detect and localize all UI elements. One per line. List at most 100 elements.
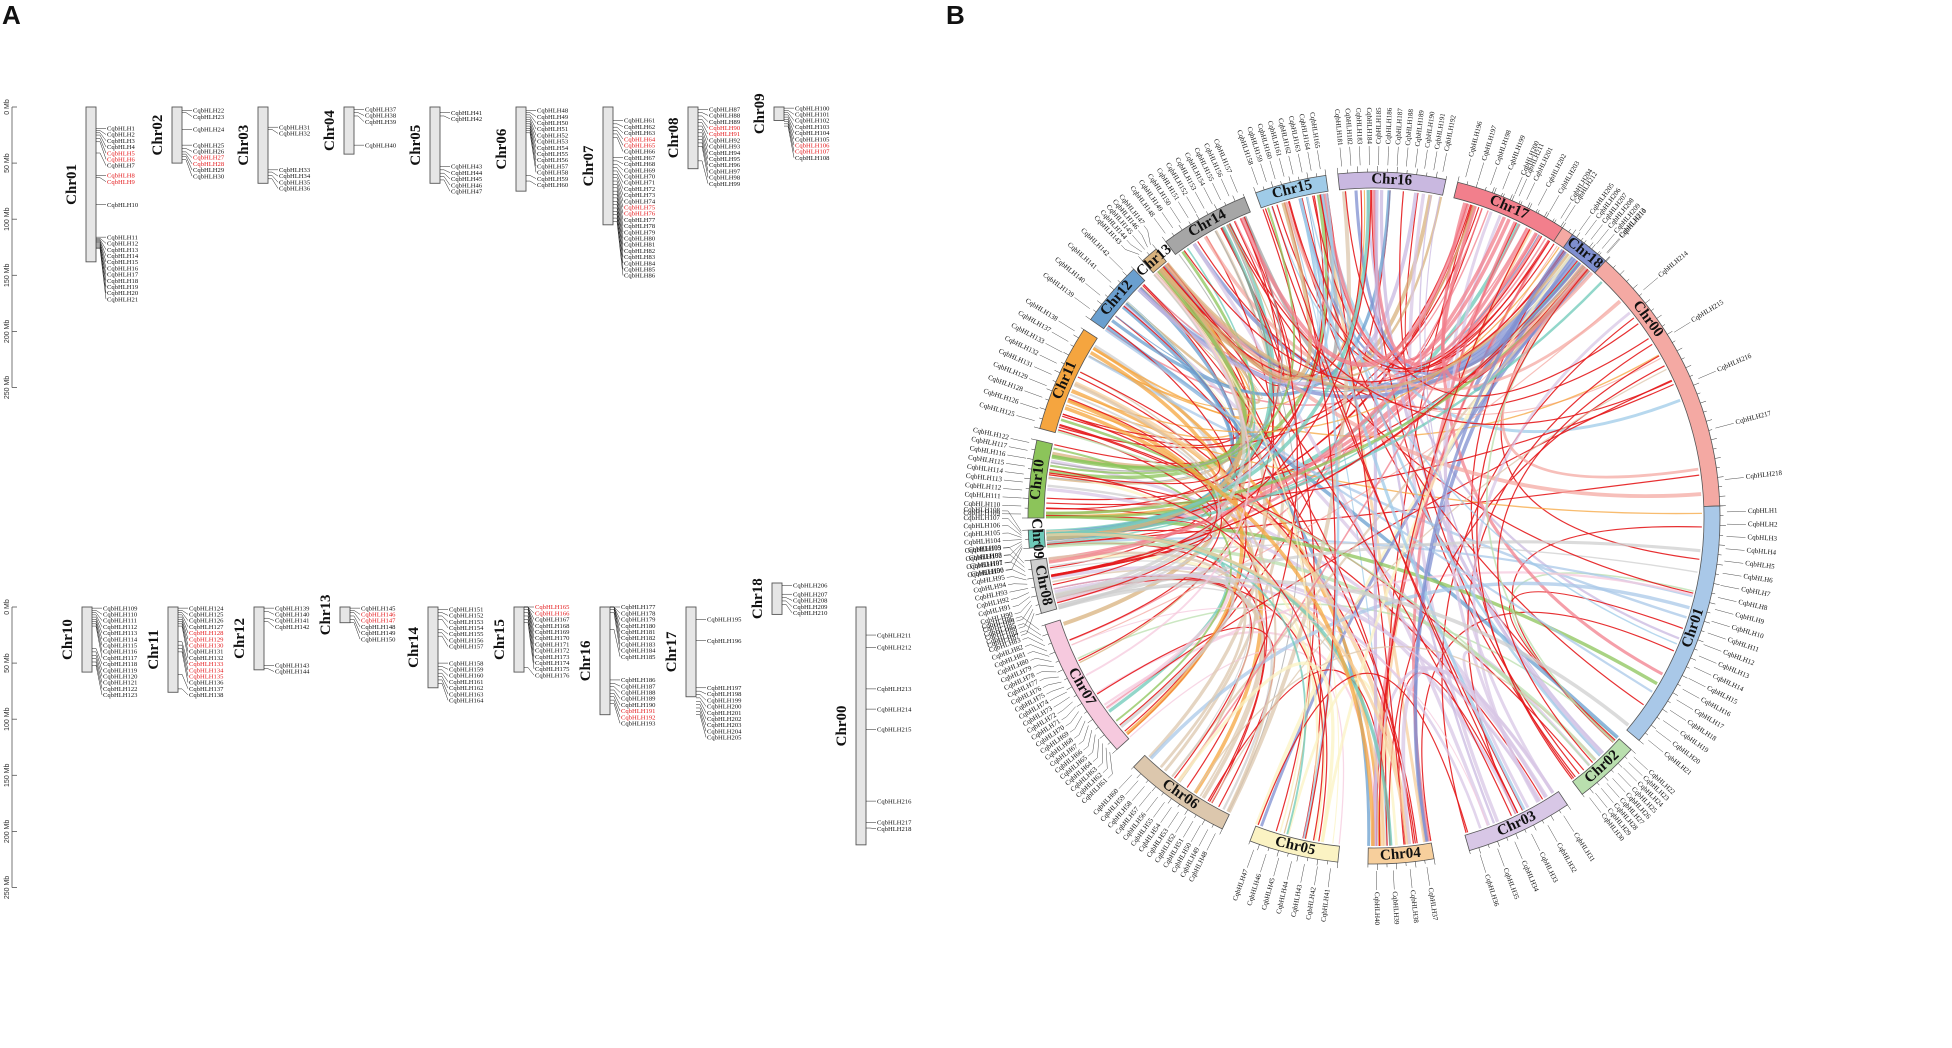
gene-label: CqbHLH60 [537, 182, 569, 189]
segment-tick [1057, 669, 1064, 673]
gene-connector [784, 114, 795, 127]
segment-tick [1052, 380, 1057, 383]
gene-connector [610, 629, 621, 657]
gene-connector [1643, 277, 1659, 291]
gene-label: CqbHLH18 [107, 278, 139, 285]
gene-connector [268, 178, 279, 189]
gene-connector [526, 121, 537, 142]
gene-connector [1433, 151, 1438, 171]
segment-tick [1552, 218, 1555, 222]
synteny-link [1399, 191, 1580, 775]
gene-label: CqbHLH193 [621, 721, 656, 728]
gene-label: CqbHLH207 [793, 591, 828, 598]
gene-label: CqbHLH191 [621, 708, 655, 715]
gene-connector [698, 129, 709, 147]
segment-tick [1690, 657, 1697, 661]
segment-tick [1677, 683, 1681, 687]
gene-label: CqbHLH195 [707, 617, 742, 624]
gene-label: CqbHLH122 [103, 686, 137, 693]
gene-label: CqbHLH141 [275, 618, 309, 625]
gene-label: CqbHLH83 [624, 254, 656, 261]
gene-label: CqbHLH204 [707, 728, 742, 735]
synteny-link [1158, 202, 1313, 381]
synteny-link [1257, 672, 1469, 833]
gene-label: CqbHLH126 [189, 618, 224, 625]
gene-connector [698, 125, 709, 141]
segment-tick [1248, 840, 1251, 845]
gene-label: CqbHLH118 [103, 661, 138, 668]
gene-connector [1526, 182, 1535, 200]
synteny-link [1057, 430, 1590, 767]
gene-connector [1153, 802, 1165, 818]
gene-connector [1339, 147, 1342, 167]
gene-connector [1132, 786, 1145, 801]
segment-tick [1028, 568, 1032, 570]
gene-connector [440, 169, 451, 173]
gene-connector [438, 629, 449, 635]
gene-connector [92, 616, 103, 634]
gene-connector [610, 612, 621, 651]
gene-connector [92, 654, 103, 677]
segment-tick [1533, 824, 1537, 831]
segment-tick [1466, 181, 1469, 185]
gene-connector [1514, 841, 1523, 860]
gene-label: CqbHLH133 [189, 661, 224, 668]
segment-tick [1161, 236, 1166, 242]
segment-tick [1027, 458, 1034, 460]
segment-tick [1196, 214, 1200, 220]
chromosome-label: Chr16 [578, 640, 594, 681]
gene-connector [1518, 178, 1527, 197]
gene-label: CqbHLH104 [964, 536, 1001, 546]
gene-connector [1102, 747, 1108, 773]
gene-connector [784, 123, 795, 152]
circos-segment-chr10: Chr10CqbHLH109CqbHLH110CqbHLH111CqbHLH11… [963, 426, 1053, 519]
gene-label: CqbHLH144 [275, 669, 310, 676]
gene-label: CqbHLH131 [189, 649, 223, 656]
gene-label: CqbHLH129 [189, 636, 224, 643]
gene-label: CqbHLH33 [279, 167, 311, 174]
segment-tick [1039, 417, 1043, 420]
synteny-link [1288, 200, 1543, 370]
gene-connector [438, 676, 449, 689]
segment-tick [1661, 324, 1666, 327]
chromosome-chr11: Chr11CqbHLH124CqbHLH125CqbHLH126CqbHLH12… [146, 605, 224, 699]
segment-tick [1073, 334, 1079, 339]
gene-label: CqbHLH216 [1716, 352, 1753, 374]
gene-connector [438, 632, 449, 641]
gene-connector [526, 132, 537, 173]
segment-tick [1416, 168, 1418, 175]
segment-tick [1535, 209, 1538, 213]
gene-connector [610, 686, 621, 693]
segment-tick [1706, 611, 1711, 614]
gene-connector [1175, 816, 1186, 833]
segment-tick [1048, 642, 1052, 645]
gene-label: CqbHLH59 [537, 176, 569, 183]
gene-connector [1042, 681, 1062, 688]
gene-connector [92, 665, 103, 695]
segment-tick [1099, 734, 1105, 739]
segment-tick [1276, 850, 1279, 857]
gene-connector [178, 688, 189, 696]
gene-label: CqbHLH185 [621, 654, 656, 661]
segment-tick [1122, 271, 1128, 276]
gene-connector [1669, 710, 1687, 721]
segment-arc [1165, 196, 1251, 256]
gene-connector [1002, 539, 1022, 541]
segment-tick [1042, 633, 1049, 637]
gene-connector [178, 610, 189, 615]
gene-label: CqbHLH127 [189, 624, 224, 631]
synteny-link [1183, 240, 1551, 383]
segment-tick [1097, 300, 1103, 305]
gene-label: CqbHLH190 [621, 702, 656, 709]
segment-tick [1177, 804, 1180, 808]
gene-label: CqbHLH82 [624, 248, 655, 255]
synteny-link [1284, 201, 1622, 391]
gene-label: CqbHLH39 [365, 119, 397, 126]
synteny-link [1071, 299, 1620, 646]
gene-connector [1126, 239, 1143, 253]
gene-label: CqbHLH50 [537, 120, 569, 127]
gene-label: CqbHLH114 [103, 636, 138, 643]
synteny-link [1106, 325, 1619, 739]
